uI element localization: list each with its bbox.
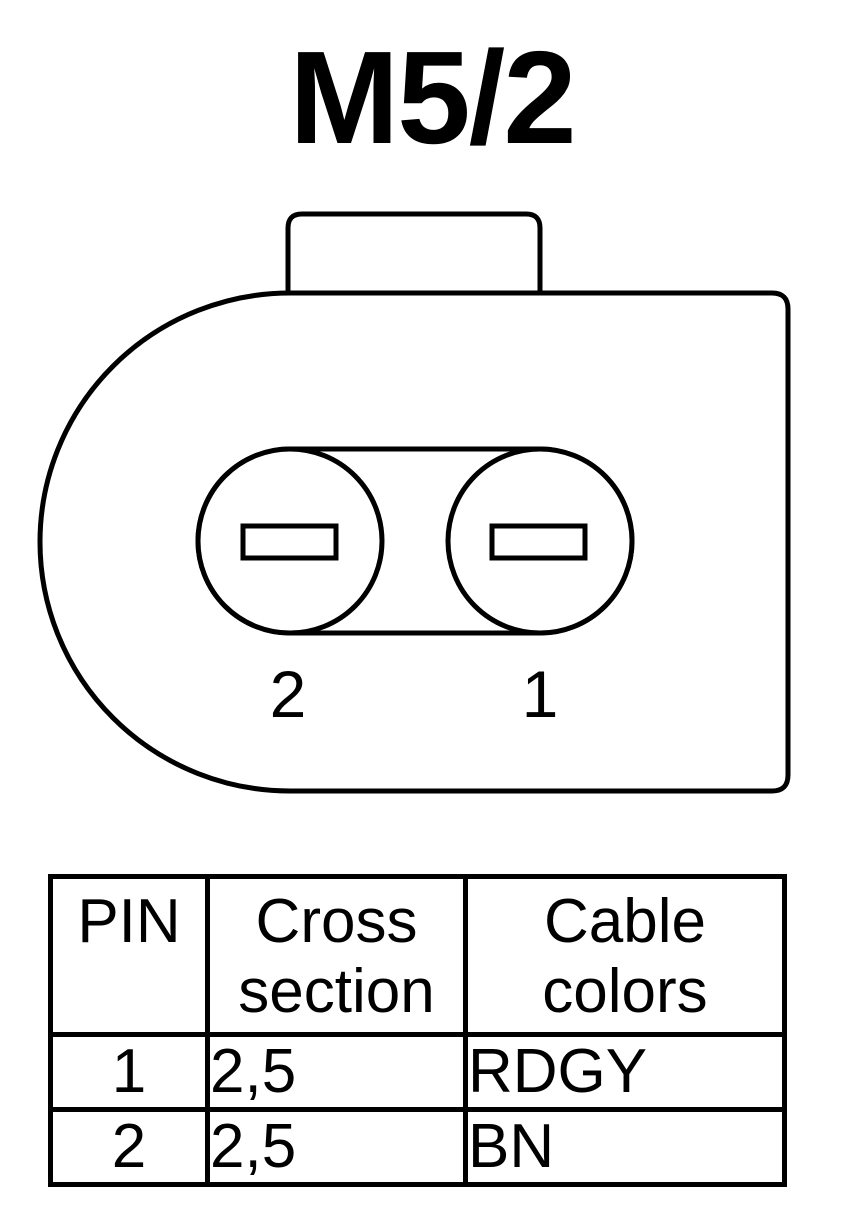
pin-1-label: 1	[522, 657, 559, 731]
connector-housing	[37, 290, 791, 794]
table-header-row: PIN Cross section Cable colors	[48, 874, 787, 1037]
connector-latch	[285, 211, 543, 293]
cable-color-cell: RDGY	[463, 1032, 787, 1112]
cross-section-cell: 2,5	[205, 1032, 468, 1112]
pin-number-cell: 1	[48, 1032, 210, 1112]
pin-2-label: 2	[270, 657, 307, 731]
table-row: 1 2,5 RDGY	[48, 1032, 787, 1112]
header-pin: PIN	[48, 874, 210, 1037]
pin-number-cell: 2	[48, 1107, 210, 1187]
pin-1-contact	[489, 523, 588, 561]
cross-section-cell: 2,5	[205, 1107, 468, 1187]
pin-2-contact	[240, 523, 339, 561]
table-row: 2 2,5 BN	[48, 1107, 787, 1187]
pin-assignment-table: PIN Cross section Cable colors 1 2,5 RDG…	[48, 874, 787, 1187]
connector-title: M5/2	[289, 24, 576, 171]
header-cable-colors: Cable colors	[463, 874, 787, 1037]
connector-diagram: 2 1	[37, 211, 791, 794]
cable-color-cell: BN	[463, 1107, 787, 1187]
header-cross-section: Cross section	[205, 874, 468, 1037]
